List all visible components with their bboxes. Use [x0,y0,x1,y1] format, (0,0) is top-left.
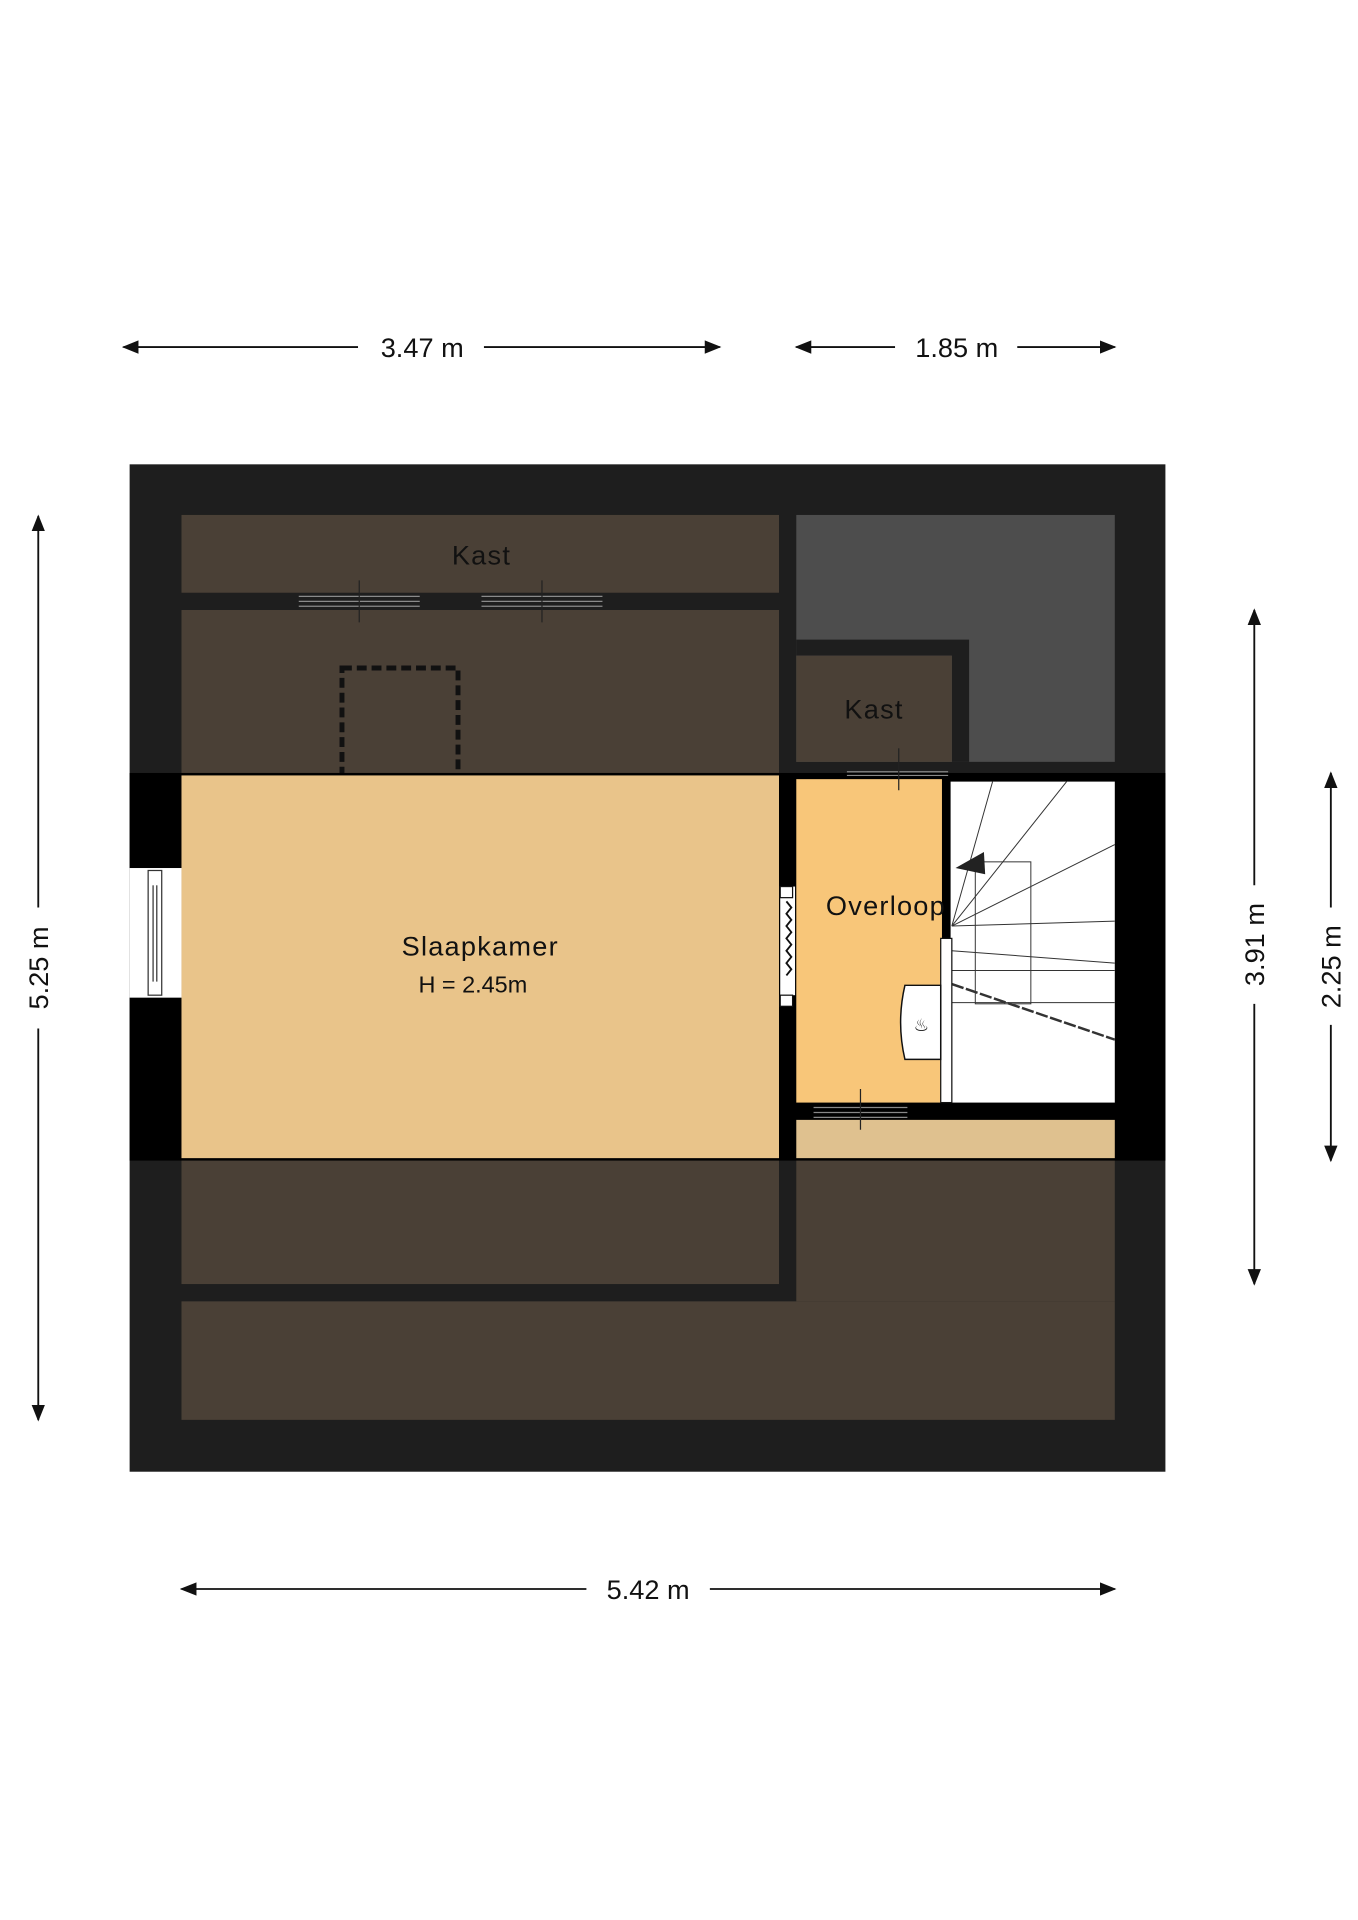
radiator [779,885,796,1007]
window-left [129,868,182,998]
dim-top-right: 1.85 m [915,332,998,363]
dim-left: 5.25 m [23,927,54,1010]
attic-area-top [181,610,779,773]
boiler-icon: ♨ [899,984,942,1061]
dim-right-inner: 2.25 m [1316,925,1347,1008]
attic-area-bottom [181,1301,1115,1420]
kast-right-area [796,655,952,762]
attic-area-bottom-right [796,1160,1115,1302]
slaapkamer-floor [181,775,779,1159]
door-bottom [813,1089,908,1130]
dim-right-outer: 3.91 m [1239,903,1270,986]
label-overloop: Overloop [826,890,946,921]
stair-lines [951,781,1116,1041]
kast-top-area [181,514,779,593]
label-slaapkamer-height: H = 2.45m [418,972,527,998]
stair-direction-arrow [955,851,986,875]
dim-top-left: 3.47 m [381,332,464,363]
stair-railing [940,937,953,1104]
label-kast-top: Kast [452,539,511,570]
label-slaapkamer: Slaapkamer [402,931,559,962]
attic-area-bottom-left [181,1160,779,1285]
label-kast-right: Kast [844,694,903,725]
dim-bottom: 5.42 m [607,1574,690,1605]
door-kast [846,748,949,791]
svg-text:♨: ♨ [914,1015,929,1035]
sliding-door [298,580,603,623]
floor-strip [796,1119,1115,1159]
